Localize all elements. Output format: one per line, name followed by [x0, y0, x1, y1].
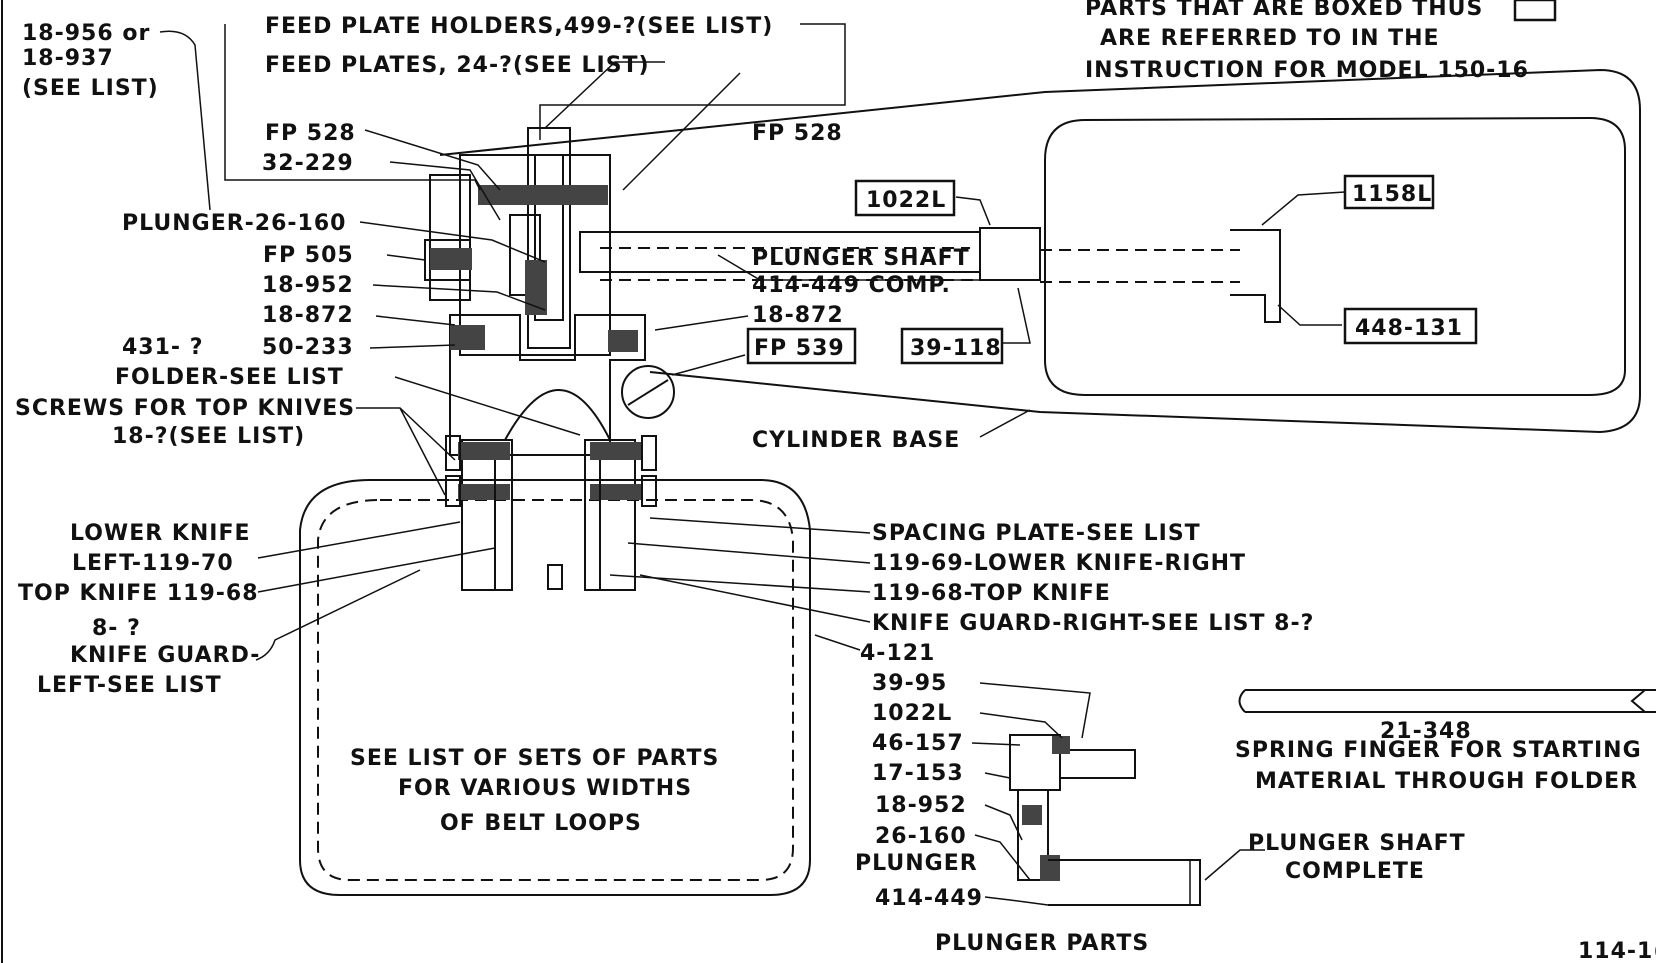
label-feed-screw-2: 18-937: [22, 46, 114, 71]
label-spacing-plate: SPACING PLATE-SEE LIST: [872, 521, 1201, 546]
label-plunger-26-160: PLUNGER-26-160: [122, 211, 346, 236]
label-feed-screw: 18-956 or: [22, 21, 150, 46]
cylinder-base-inner: [1044, 116, 1626, 396]
label-knife-guard: KNIFE GUARD-: [70, 643, 260, 668]
label-fp528-right: FP 528: [752, 121, 843, 146]
label-plunger-small: PLUNGER: [855, 851, 978, 876]
cylinder-base-outline: [439, 68, 1641, 434]
label-46-157: 46-157: [872, 731, 964, 756]
label-1158l: 1158L: [1352, 182, 1432, 207]
label-top-knife-right: 119-68-TOP KNIFE: [872, 581, 1111, 606]
label-lower-knife: LOWER KNIFE: [70, 521, 251, 546]
boxed-note-line-2: ARE REFERRED TO IN THE: [1100, 26, 1440, 51]
label-plunger-shaft-comp: 414-449 COMP.: [752, 273, 951, 298]
label-21-348: 21-348: [1380, 719, 1472, 744]
boxed-note-line-3: INSTRUCTION FOR MODEL 150-16: [1085, 58, 1529, 83]
labels: 18-956 or 18-937 (SEE LIST) FEED PLATE H…: [15, 0, 1656, 963]
label-39-95: 39-95: [872, 671, 947, 696]
label-see-list-1: (SEE LIST): [22, 76, 159, 101]
label-screws-top-knives-2: 18-?(SEE LIST): [112, 424, 305, 449]
label-cylinder-base: CYLINDER BASE: [752, 428, 960, 453]
label-414-449: 414-449: [875, 886, 983, 911]
label-plunger-shaft-complete-2: COMPLETE: [1285, 859, 1425, 884]
label-4-121: 4-121: [860, 641, 935, 666]
label-plunger-shaft: PLUNGER SHAFT: [752, 246, 970, 271]
box-39-118: [900, 327, 1004, 365]
label-see-list-sets-3: OF BELT LOOPS: [440, 811, 642, 836]
label-18-952-small: 18-952: [875, 793, 967, 818]
label-fp528-left: FP 528: [265, 121, 356, 146]
label-18-872-right: 18-872: [752, 303, 844, 328]
belt-loop-frame: [299, 479, 811, 896]
label-spring-finger-2: MATERIAL THROUGH FOLDER: [1255, 769, 1638, 794]
box-1022l: [854, 179, 956, 217]
label-fp505: FP 505: [263, 243, 354, 268]
label-18-952: 18-952: [262, 273, 354, 298]
label-knife-guard-num: 8- ?: [92, 616, 141, 641]
label-32-229: 32-229: [262, 151, 354, 176]
label-spring-finger-1: SPRING FINGER FOR STARTING: [1235, 738, 1642, 763]
label-39-118: 39-118: [910, 336, 1002, 361]
label-see-list-sets-1: SEE LIST OF SETS OF PARTS: [350, 746, 719, 771]
label-26-160: 26-160: [875, 824, 967, 849]
figure-number: 114-1(: [1578, 939, 1656, 963]
label-17-153: 17-153: [872, 761, 964, 786]
label-folder: FOLDER-SEE LIST: [115, 365, 344, 390]
spring-finger-outline: [1238, 689, 1656, 713]
label-screws-top-knives: SCREWS FOR TOP KNIVES: [15, 396, 355, 421]
label-lower-knife-left: LEFT-119-70: [72, 551, 234, 576]
box-1158l: [1343, 174, 1435, 210]
label-lower-knife-right: 119-69-LOWER KNIFE-RIGHT: [872, 551, 1246, 576]
box-sample: [1513, 0, 1557, 22]
label-plunger-parts: PLUNGER PARTS: [935, 931, 1149, 956]
label-see-list-sets-2: FOR VARIOUS WIDTHS: [398, 776, 692, 801]
plunger-parts-assembly: [1009, 734, 1201, 906]
label-feed-plate-holders: FEED PLATE HOLDERS,499-?(SEE LIST): [265, 14, 773, 39]
label-feed-plates: FEED PLATES, 24-?(SEE LIST): [265, 53, 650, 78]
label-knife-guard-left: LEFT-SEE LIST: [37, 673, 222, 698]
label-50-233: 50-233: [262, 335, 354, 360]
box-fp539: [746, 327, 857, 365]
label-knife-guard-right: KNIFE GUARD-RIGHT-SEE LIST 8-?: [872, 611, 1314, 636]
label-plunger-shaft-complete-1: PLUNGER SHAFT: [1248, 831, 1466, 856]
label-top-knife-left: TOP KNIFE 119-68: [18, 581, 259, 606]
label-448-131: 448-131: [1355, 316, 1463, 341]
label-1022l: 1022L: [866, 188, 946, 213]
boxed-note-line-1: PARTS THAT ARE BOXED THUS: [1085, 0, 1483, 21]
box-448-131: [1343, 307, 1478, 345]
label-18-872-left: 18-872: [262, 303, 354, 328]
leader-lines: [159, 23, 1346, 906]
label-fp539: FP 539: [754, 336, 845, 361]
label-1022l-small: 1022L: [872, 701, 952, 726]
label-431: 431- ?: [122, 335, 203, 360]
